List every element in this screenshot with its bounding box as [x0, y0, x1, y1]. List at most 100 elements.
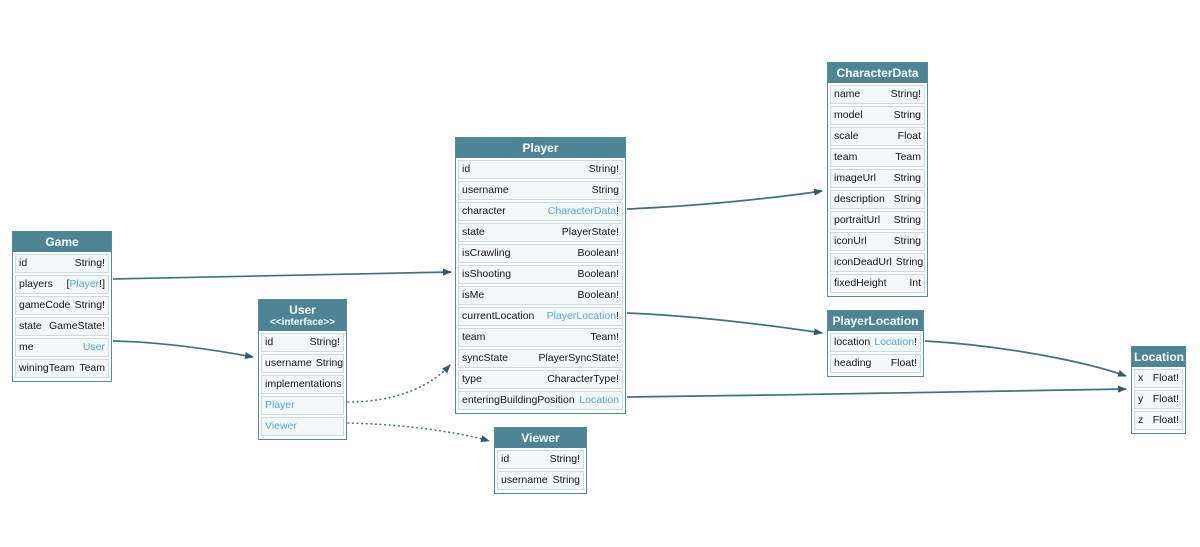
field-type: String: [894, 212, 921, 229]
field-type: String: [894, 170, 921, 187]
field-name: imageUrl: [834, 172, 877, 184]
node-playerlocation-header[interactable]: PlayerLocation: [828, 311, 923, 331]
type-text: String!: [74, 299, 105, 311]
type-text: Boolean!: [577, 268, 619, 280]
field-name: username: [265, 357, 312, 369]
node-location-header[interactable]: Location: [1132, 347, 1185, 367]
field-name: state: [462, 226, 485, 238]
field-type: String: [592, 182, 619, 199]
field-name: id: [462, 163, 471, 175]
field-type: String: [894, 107, 921, 124]
type-text: Team: [79, 362, 105, 374]
type-link[interactable]: User: [82, 341, 105, 353]
field-name: winingTeam: [19, 362, 75, 374]
type-text: !: [616, 310, 619, 322]
field-name: iconDeadUrl: [834, 256, 892, 268]
type-link[interactable]: Player: [69, 278, 100, 290]
type-text: !]: [99, 278, 105, 290]
node-title: Location: [1134, 350, 1184, 364]
type-text: String!: [890, 88, 921, 100]
field-row-username[interactable]: username String: [458, 181, 623, 200]
node-title: CharacterData: [836, 66, 919, 80]
field-row-winingteam[interactable]: winingTeam Team: [15, 359, 109, 378]
node-characterdata-header[interactable]: CharacterData: [828, 63, 927, 83]
field-row-id[interactable]: id String!: [497, 450, 584, 469]
node-viewer-header[interactable]: Viewer: [495, 428, 586, 448]
type-text: String: [893, 193, 921, 205]
field-type: Location!: [874, 334, 917, 351]
type-text: !: [914, 336, 917, 348]
field-row-player[interactable]: Player: [261, 396, 344, 415]
field-name: x: [1138, 372, 1144, 384]
field-row-imageurl[interactable]: imageUrl String: [830, 169, 925, 188]
type-text: Int: [909, 277, 921, 289]
field-type: Team: [895, 149, 921, 166]
node-user-header[interactable]: User<<interface>>: [259, 300, 346, 331]
type-link[interactable]: PlayerLocation: [546, 310, 617, 322]
field-name: me: [19, 341, 34, 353]
type-link[interactable]: Location: [874, 336, 915, 348]
node-title: User: [289, 303, 316, 317]
field-row-name[interactable]: name String!: [830, 85, 925, 104]
type-link[interactable]: CharacterData: [547, 205, 617, 217]
field-row-isme[interactable]: isMe Boolean!: [458, 286, 623, 305]
field-type: String: [553, 472, 580, 489]
field-type: String: [316, 355, 343, 372]
type-text: Team: [895, 151, 921, 163]
type-text: String: [315, 357, 344, 369]
type-text: Float!: [1152, 393, 1179, 405]
field-row-me[interactable]: me User: [15, 338, 109, 357]
edge-player-character-to-characterdata: [626, 188, 823, 210]
field-row-viewer[interactable]: Viewer: [261, 417, 344, 436]
type-text: String!: [549, 453, 580, 465]
type-text: Boolean!: [577, 289, 619, 301]
node-player-header[interactable]: Player: [456, 138, 625, 158]
field-row-players[interactable]: players[Player!]: [15, 275, 109, 294]
field-name: username: [462, 184, 509, 196]
type-link[interactable]: Location: [579, 394, 619, 406]
node-game-header[interactable]: Game: [13, 232, 111, 252]
field-type: CharacterData!: [548, 203, 619, 220]
field-name: isMe: [462, 289, 485, 301]
field-name: name: [834, 88, 861, 100]
type-text: GameState!: [48, 320, 105, 332]
field-name: id: [501, 453, 510, 465]
